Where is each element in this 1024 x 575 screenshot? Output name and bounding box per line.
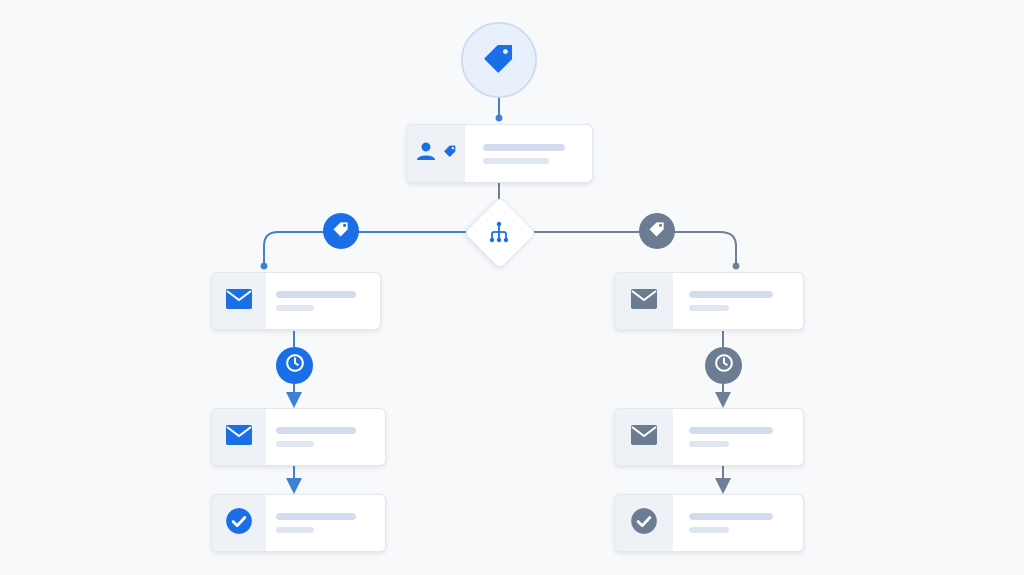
placeholder-bar [483,144,565,151]
mail-icon [631,288,657,314]
placeholder-bar [689,513,773,520]
connector-left-branch [263,231,466,264]
icon-pane [212,495,266,551]
left-condition-badge[interactable] [323,213,359,249]
check-circle-icon [225,507,253,540]
placeholder-bar [276,291,356,298]
right-email-step-1[interactable] [614,272,804,330]
placeholder-bar [276,513,356,520]
placeholder-bar [689,427,773,434]
left-complete-step[interactable] [211,494,386,552]
clock-icon [713,352,735,379]
right-condition-badge[interactable] [639,213,675,249]
tag-icon [331,219,351,244]
left-email-step-2[interactable] [211,408,386,466]
icon-pane [212,409,266,465]
placeholder-bar [276,427,356,434]
placeholder-bar [689,527,729,533]
right-email-step-2[interactable] [614,408,804,466]
icon-pane [615,495,673,551]
tag-icon [442,143,458,164]
entry-step-icon-pane [407,125,465,182]
placeholder-bar [689,305,729,311]
placeholder-bar [276,305,314,311]
user-icon [414,139,438,168]
placeholder-bar [483,158,549,164]
check-circle-icon [630,507,658,540]
placeholder-bar [689,441,729,447]
icon-pane [212,273,266,329]
icon-pane [615,273,673,329]
tag-icon [481,40,517,81]
placeholder-bar [689,291,773,298]
clock-icon [284,352,306,379]
right-complete-step[interactable] [614,494,804,552]
split-branch-icon [487,220,511,249]
mail-icon [226,288,252,314]
tag-icon [647,219,667,244]
mail-icon [631,424,657,450]
start-trigger-node[interactable] [461,22,537,98]
connector-dot [260,262,268,270]
placeholder-bar [276,441,314,447]
connector-right-branch [532,231,737,264]
icon-pane [615,409,673,465]
connector-dot [732,262,740,270]
connector-dot [495,114,503,122]
mail-icon [226,424,252,450]
left-email-step-1[interactable] [211,272,381,330]
entry-step-card[interactable] [406,124,593,183]
left-delay-node[interactable] [276,347,313,384]
placeholder-bar [276,527,314,533]
right-delay-node[interactable] [705,347,742,384]
